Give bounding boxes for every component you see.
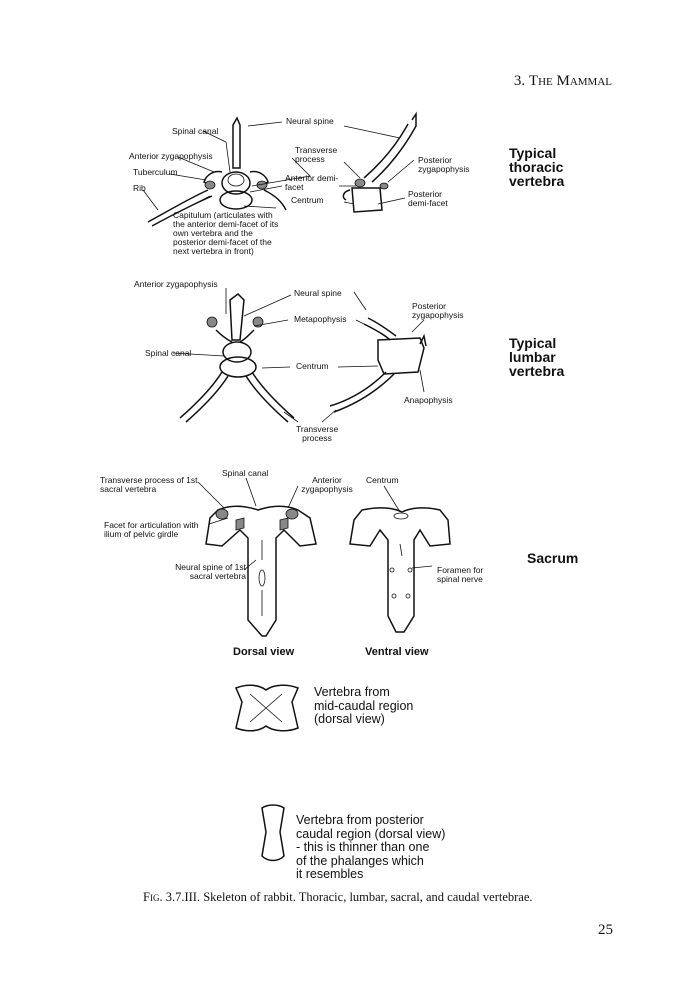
label-sacrum-transverse-process: Transverse process of 1st sacral vertebr… xyxy=(100,475,198,494)
label-lumbar-anterior-zygapophysis: Anterior zygapophysis xyxy=(134,279,218,289)
label-sacrum-neural-spine: Neural spine of 1st sacral vertebra xyxy=(175,562,246,581)
label-thoracic-neural-spine: Neural spine xyxy=(286,116,334,126)
posterior-caudal-vertebra xyxy=(261,804,285,862)
figure-caption-text: Skeleton of rabbit. Thoracic, lumbar, sa… xyxy=(203,890,533,904)
figure-caption: Fig. 3.7.III. Skeleton of rabbit. Thorac… xyxy=(143,890,533,905)
chapter-number: 3. xyxy=(513,73,526,89)
label-sacrum-spinal-canal: Spinal canal xyxy=(222,468,269,478)
label-lumbar-spinal-canal: Spinal canal xyxy=(145,348,192,358)
thoracic-anterior-view xyxy=(147,116,287,227)
sacrum-ventral-view xyxy=(349,507,451,633)
label-ventral-view: Ventral view xyxy=(365,646,429,658)
label-metapophysis: Metapophysis xyxy=(294,314,347,324)
label-sacrum-anterior-zygapophysis: Anterior zygapophysis xyxy=(301,475,353,494)
running-header: 3. The Mammal xyxy=(514,73,612,90)
thoracic-side-view xyxy=(342,111,417,213)
page-number: 25 xyxy=(598,922,613,938)
sacrum-dorsal-view xyxy=(205,505,317,637)
title-thoracic: Typical thoracic vertebra xyxy=(509,145,565,189)
label-thoracic-posterior-zygapophysis: Posterior zygapophysis xyxy=(418,155,470,174)
label-rib: Rib xyxy=(133,183,146,193)
label-anterior-demi-facet: Anterior demi-facet xyxy=(285,173,339,192)
mid-caudal-vertebra xyxy=(235,684,299,732)
label-anapophysis: Anapophysis xyxy=(404,395,453,405)
label-posterior-demi-facet: Posterior demi-facet xyxy=(408,189,448,208)
label-foramen: Foramen for spinal nerve xyxy=(437,565,484,584)
label-lumbar-posterior-zygapophysis: Posterior zygapophysis xyxy=(412,301,464,320)
caption-mid-caudal: Vertebra from mid-caudal region (dorsal … xyxy=(314,685,414,726)
label-lumbar-centrum: Centrum xyxy=(296,361,329,371)
figure-label: Fig. 3.7.III. xyxy=(143,890,201,904)
title-lumbar: Typical lumbar vertebra xyxy=(509,335,565,379)
chapter-title: The Mammal xyxy=(528,73,612,89)
leader-lines xyxy=(142,121,433,571)
label-lumbar-neural-spine: Neural spine xyxy=(294,288,342,298)
lumbar-side-view xyxy=(329,317,427,413)
label-capitulum: Capitulum (articulates with the anterior… xyxy=(173,210,279,256)
caption-posterior-caudal: Vertebra from posterior caudal region (d… xyxy=(296,813,446,881)
lumbar-anterior-view xyxy=(179,293,295,423)
label-thoracic-spinal-canal: Spinal canal xyxy=(172,126,219,136)
title-sacrum: Sacrum xyxy=(527,550,579,566)
label-facet-ilium: Facet for articulation with ilium of pel… xyxy=(104,520,199,539)
label-sacrum-centrum: Centrum xyxy=(366,475,399,485)
label-lumbar-transverse-process: Transverse process xyxy=(296,424,339,443)
label-thoracic-transverse-process: Transverse process xyxy=(295,145,338,164)
label-thoracic-centrum: Centrum xyxy=(291,195,324,205)
label-thoracic-anterior-zygapophysis: Anterior zygapophysis xyxy=(129,151,213,161)
label-tuberculum: Tuberculum xyxy=(133,167,178,177)
label-dorsal-view: Dorsal view xyxy=(233,646,295,658)
